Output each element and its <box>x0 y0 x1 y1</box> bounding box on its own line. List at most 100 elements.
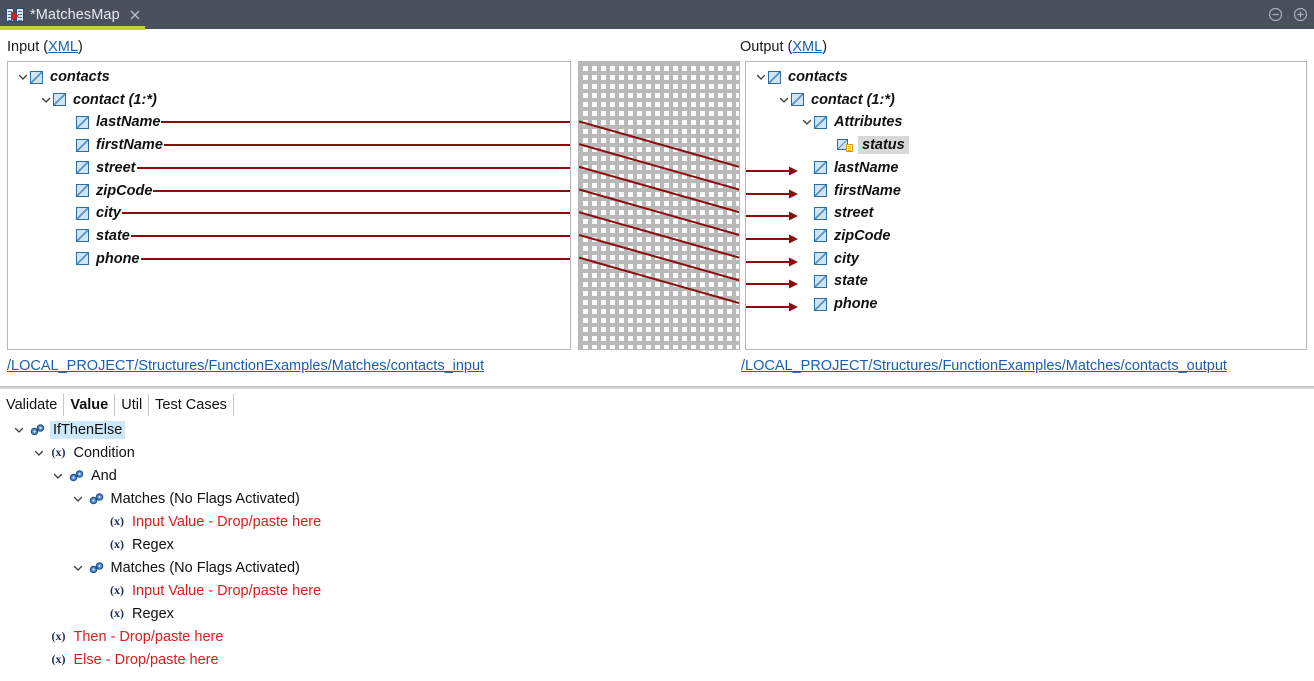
minimize-icon[interactable] <box>1268 7 1283 22</box>
tree-node-contacts[interactable]: contacts <box>16 66 110 88</box>
tree-node-phone[interactable]: phone <box>62 248 140 270</box>
variable-icon: (x) <box>110 537 124 551</box>
element-icon <box>814 274 827 288</box>
tree-node-zipcode[interactable]: zipCode <box>800 225 890 247</box>
tree-node-street[interactable]: street <box>800 202 874 224</box>
maximize-icon[interactable] <box>1293 7 1308 22</box>
tree-node-lastname[interactable]: lastName <box>62 111 160 133</box>
output-xml-link[interactable]: XML <box>792 39 823 55</box>
chevron-down-icon[interactable] <box>800 111 814 133</box>
tree-node-label: contact (1:*) <box>73 91 157 108</box>
tree-node-phone[interactable]: phone <box>800 293 878 315</box>
tab-test-cases[interactable]: Test Cases <box>149 394 234 416</box>
output-path-link[interactable]: /LOCAL_PROJECT/Structures/FunctionExampl… <box>741 358 1227 374</box>
mapping-arrow[interactable] <box>746 163 798 176</box>
tab-validate[interactable]: Validate <box>0 394 65 416</box>
mapping-arrow[interactable] <box>746 208 798 221</box>
variable-icon: (x) <box>110 583 124 597</box>
function-node-and[interactable]: And <box>51 464 117 487</box>
mapping-line-stub[interactable] <box>122 212 570 215</box>
mapping-line-stub[interactable] <box>164 144 570 147</box>
input-xml-link[interactable]: XML <box>48 39 78 55</box>
element-icon <box>814 252 827 266</box>
tree-node-label: city <box>96 205 121 222</box>
mapping-line-stub[interactable] <box>131 234 570 237</box>
element-icon <box>76 229 89 243</box>
tab-util[interactable]: Util <box>115 394 150 416</box>
mapping-arrow[interactable] <box>746 299 798 312</box>
tree-node-contact-1[interactable]: contact (1:*) <box>777 89 895 111</box>
function-node-regex[interactable]: (x)Regex <box>90 533 174 556</box>
tree-spacer <box>62 248 76 270</box>
mapping-line-stub[interactable] <box>141 257 570 260</box>
tree-spacer <box>800 270 814 292</box>
tree-spacer <box>90 511 104 533</box>
mapping-line-stub[interactable] <box>161 121 570 124</box>
tree-node-firstname[interactable]: firstName <box>800 180 901 202</box>
chevron-down-icon[interactable] <box>32 442 46 464</box>
function-node-ifthenelse[interactable]: IfThenElse <box>12 418 126 441</box>
tree-node-city[interactable]: city <box>62 202 121 224</box>
function-node-then-drop-paste-here[interactable]: (x)Then - Drop/paste here <box>32 625 224 648</box>
mapping-canvas[interactable] <box>578 61 740 350</box>
function-node-condition[interactable]: (x)Condition <box>32 441 135 464</box>
tree-node-contacts[interactable]: contacts <box>754 66 848 88</box>
chevron-down-icon[interactable] <box>777 89 791 111</box>
tree-spacer <box>32 649 46 671</box>
tree-node-label: street <box>834 205 874 222</box>
tree-node-zipcode[interactable]: zipCode <box>62 180 152 202</box>
input-path-link[interactable]: /LOCAL_PROJECT/Structures/FunctionExampl… <box>7 358 485 374</box>
tree-node-street[interactable]: street <box>62 157 136 179</box>
close-icon[interactable] <box>128 8 142 22</box>
editor-tab-matchesmap[interactable]: *MatchesMap <box>0 0 120 29</box>
chevron-down-icon[interactable] <box>754 66 768 88</box>
tree-node-label: phone <box>834 296 878 312</box>
chevron-down-icon[interactable] <box>12 419 26 441</box>
tree-spacer <box>62 180 76 202</box>
tree-node-state[interactable]: state <box>62 225 130 247</box>
tree-node-lastname[interactable]: lastName <box>800 157 898 179</box>
tab-value[interactable]: Value <box>64 394 116 416</box>
tree-node-contact-1[interactable]: contact (1:*) <box>39 89 157 111</box>
mapping-line-stub[interactable] <box>153 189 570 192</box>
editor-tab-label: *MatchesMap <box>30 6 120 23</box>
variable-icon: (x) <box>110 514 124 528</box>
mapping-arrow[interactable] <box>746 231 798 244</box>
panel-divider[interactable] <box>0 386 1314 389</box>
function-node-else-drop-paste-here[interactable]: (x)Else - Drop/paste here <box>32 648 219 671</box>
tree-node-status[interactable]: status <box>823 134 909 156</box>
tree-node-city[interactable]: city <box>800 248 859 270</box>
tree-spacer <box>823 134 837 156</box>
tree-node-label: state <box>96 227 130 244</box>
mapping-arrow[interactable] <box>746 254 798 267</box>
tree-node-state[interactable]: state <box>800 270 868 292</box>
function-node-input-value-drop-paste-here[interactable]: (x)Input Value - Drop/paste here <box>90 510 321 533</box>
element-icon <box>30 70 43 84</box>
tree-node-label: phone <box>96 250 140 267</box>
function-node-label: Else - Drop/paste here <box>73 651 219 668</box>
mapping-arrow[interactable] <box>746 186 798 198</box>
chevron-down-icon[interactable] <box>51 465 65 487</box>
chevron-down-icon[interactable] <box>16 66 30 88</box>
mapping-line-stub[interactable] <box>137 166 570 169</box>
function-node-matches-no-flags-activated[interactable]: Matches (No Flags Activated) <box>71 556 300 579</box>
function-icon <box>89 492 105 506</box>
chevron-down-icon[interactable] <box>71 488 85 510</box>
tree-node-label: contacts <box>788 69 848 85</box>
chevron-down-icon[interactable] <box>39 89 53 111</box>
tree-node-attributes[interactable]: Attributes <box>800 111 902 133</box>
mapping-arrow[interactable] <box>746 276 798 289</box>
function-node-matches-no-flags-activated[interactable]: Matches (No Flags Activated) <box>71 487 300 510</box>
tree-node-firstname[interactable]: firstName <box>62 134 163 156</box>
chevron-down-icon[interactable] <box>71 557 85 579</box>
element-icon <box>814 297 827 311</box>
function-node-regex[interactable]: (x)Regex <box>90 602 174 625</box>
function-node-label: Regex <box>132 605 174 622</box>
tree-spacer <box>62 225 76 247</box>
function-node-input-value-drop-paste-here[interactable]: (x)Input Value - Drop/paste here <box>90 579 321 602</box>
